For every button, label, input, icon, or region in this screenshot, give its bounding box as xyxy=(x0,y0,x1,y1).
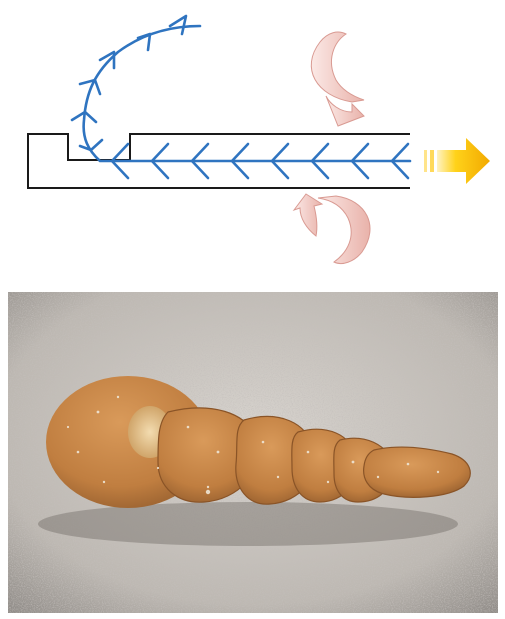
rotation-arrow-top xyxy=(311,32,364,126)
pull-arrow xyxy=(424,138,490,184)
process-diagram xyxy=(0,0,505,270)
flow-arrowheads xyxy=(72,16,408,178)
flow-path xyxy=(84,26,410,161)
doughnut-photo xyxy=(8,292,498,613)
rotation-arrow-bottom xyxy=(294,194,370,264)
